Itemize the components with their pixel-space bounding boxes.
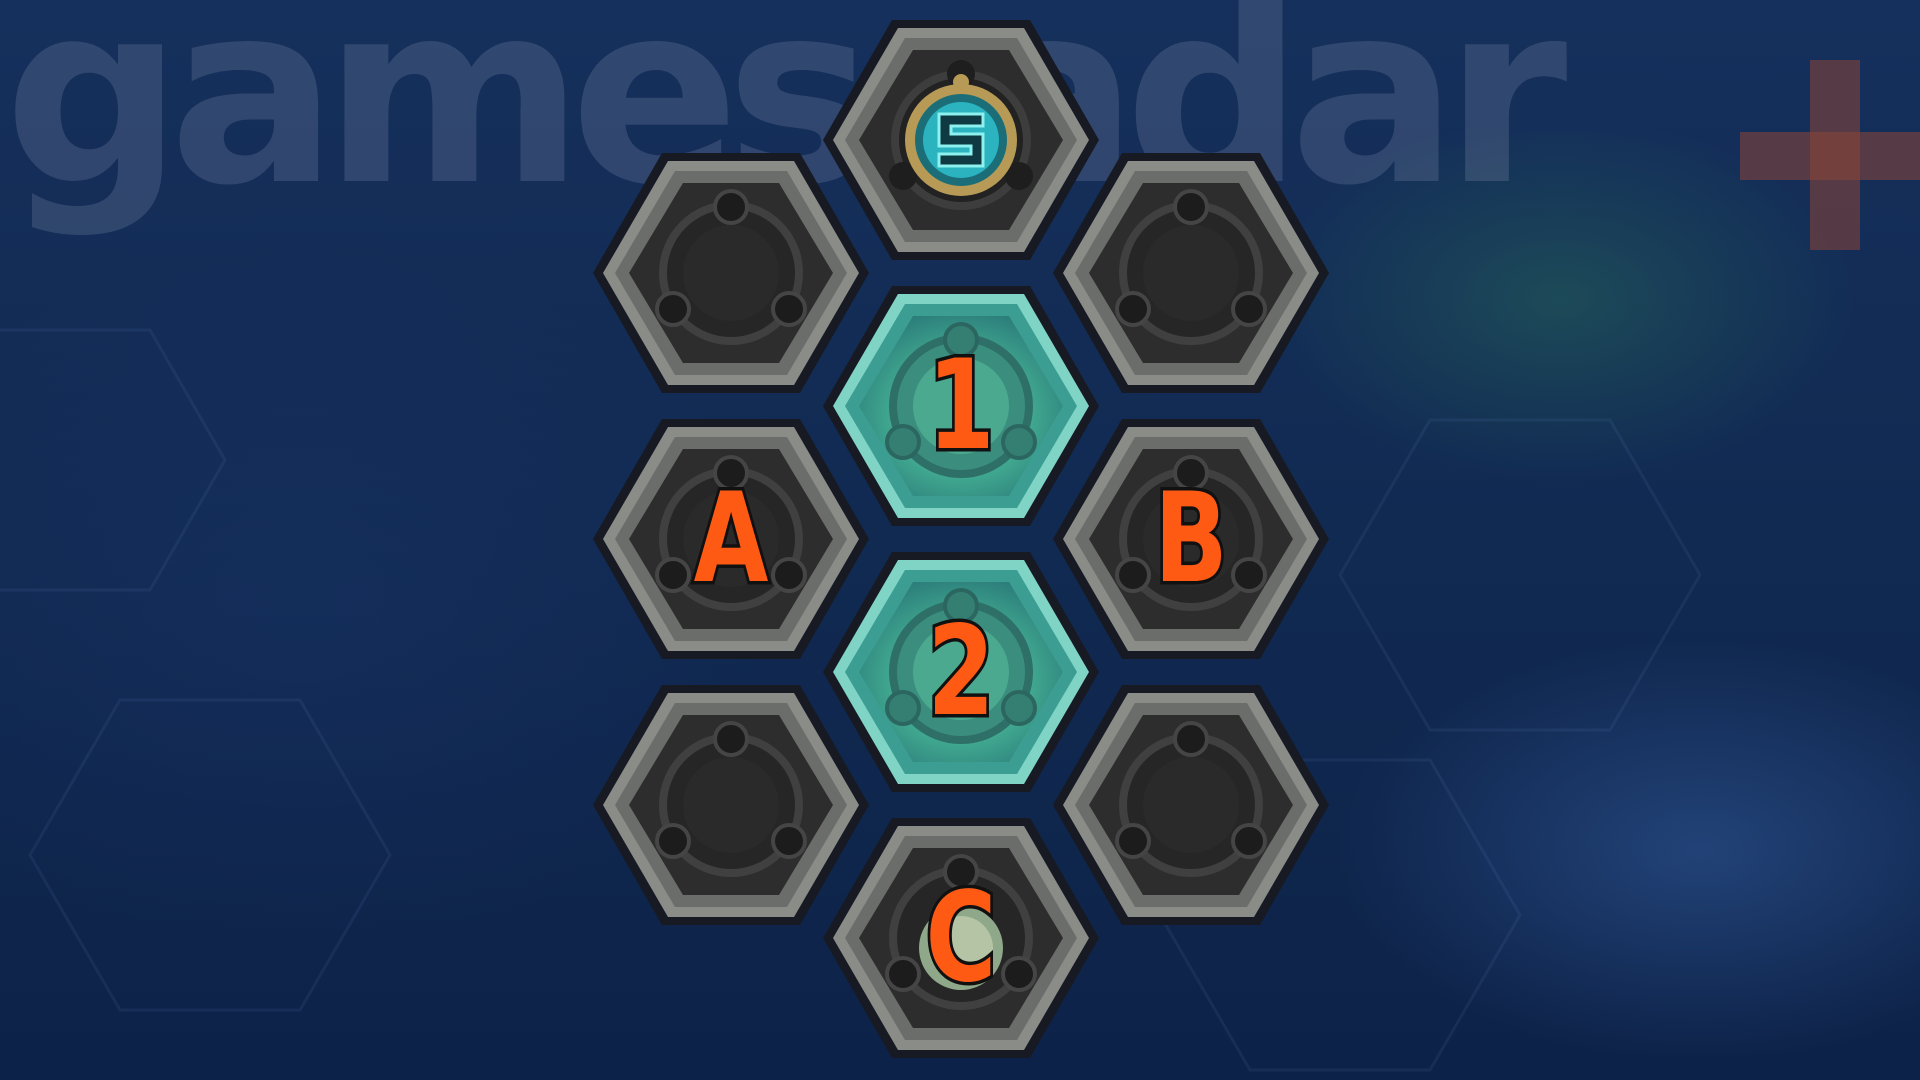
hex-tile-lower-right[interactable] <box>1053 685 1329 925</box>
s-rune-icon <box>905 74 1017 196</box>
plus-icon <box>1740 60 1920 250</box>
tile-label: 1 <box>925 334 998 478</box>
hex-frame <box>823 552 1099 792</box>
hex-frame <box>593 419 869 659</box>
triad-socket-icon <box>885 854 1037 1010</box>
tile-label <box>853 20 1068 260</box>
hex-frame <box>823 20 1099 260</box>
triad-socket-icon <box>1115 455 1267 611</box>
hex-tile-middle-left[interactable]: A <box>593 419 869 659</box>
triad-socket-icon <box>1115 721 1267 877</box>
hex-tile-upper-right[interactable] <box>1053 153 1329 393</box>
hex-tile-middle-right[interactable]: B <box>1053 419 1329 659</box>
triad-socket-icon <box>655 455 807 611</box>
tile-label <box>623 685 838 925</box>
hex-tile-bottom[interactable]: C <box>823 818 1099 1058</box>
tile-label: B <box>1151 467 1230 611</box>
tile-label <box>623 153 838 393</box>
hex-tile-top[interactable] <box>823 20 1099 260</box>
tile-label <box>1083 685 1298 925</box>
triad-socket-icon <box>885 588 1037 744</box>
triad-socket-icon <box>1115 189 1267 345</box>
tile-label: 2 <box>925 600 998 744</box>
tile-label: C <box>923 866 999 1010</box>
triad-socket-icon <box>655 721 807 877</box>
tile-label: A <box>691 467 771 611</box>
hex-frame <box>593 153 869 393</box>
triad-socket-icon <box>885 322 1037 478</box>
hex-tile-lower-left[interactable] <box>593 685 869 925</box>
hex-frame <box>1053 685 1329 925</box>
hex-tile-upper-left[interactable] <box>593 153 869 393</box>
hex-tile-center-upper[interactable]: 1 <box>823 286 1099 526</box>
hex-frame <box>1053 419 1329 659</box>
tile-label <box>1083 153 1298 393</box>
hex-frame <box>593 685 869 925</box>
hex-frame <box>823 818 1099 1058</box>
hex-frame <box>823 286 1099 526</box>
triad-socket-icon <box>655 189 807 345</box>
hex-tile-center-lower[interactable]: 2 <box>823 552 1099 792</box>
hex-frame <box>1053 153 1329 393</box>
